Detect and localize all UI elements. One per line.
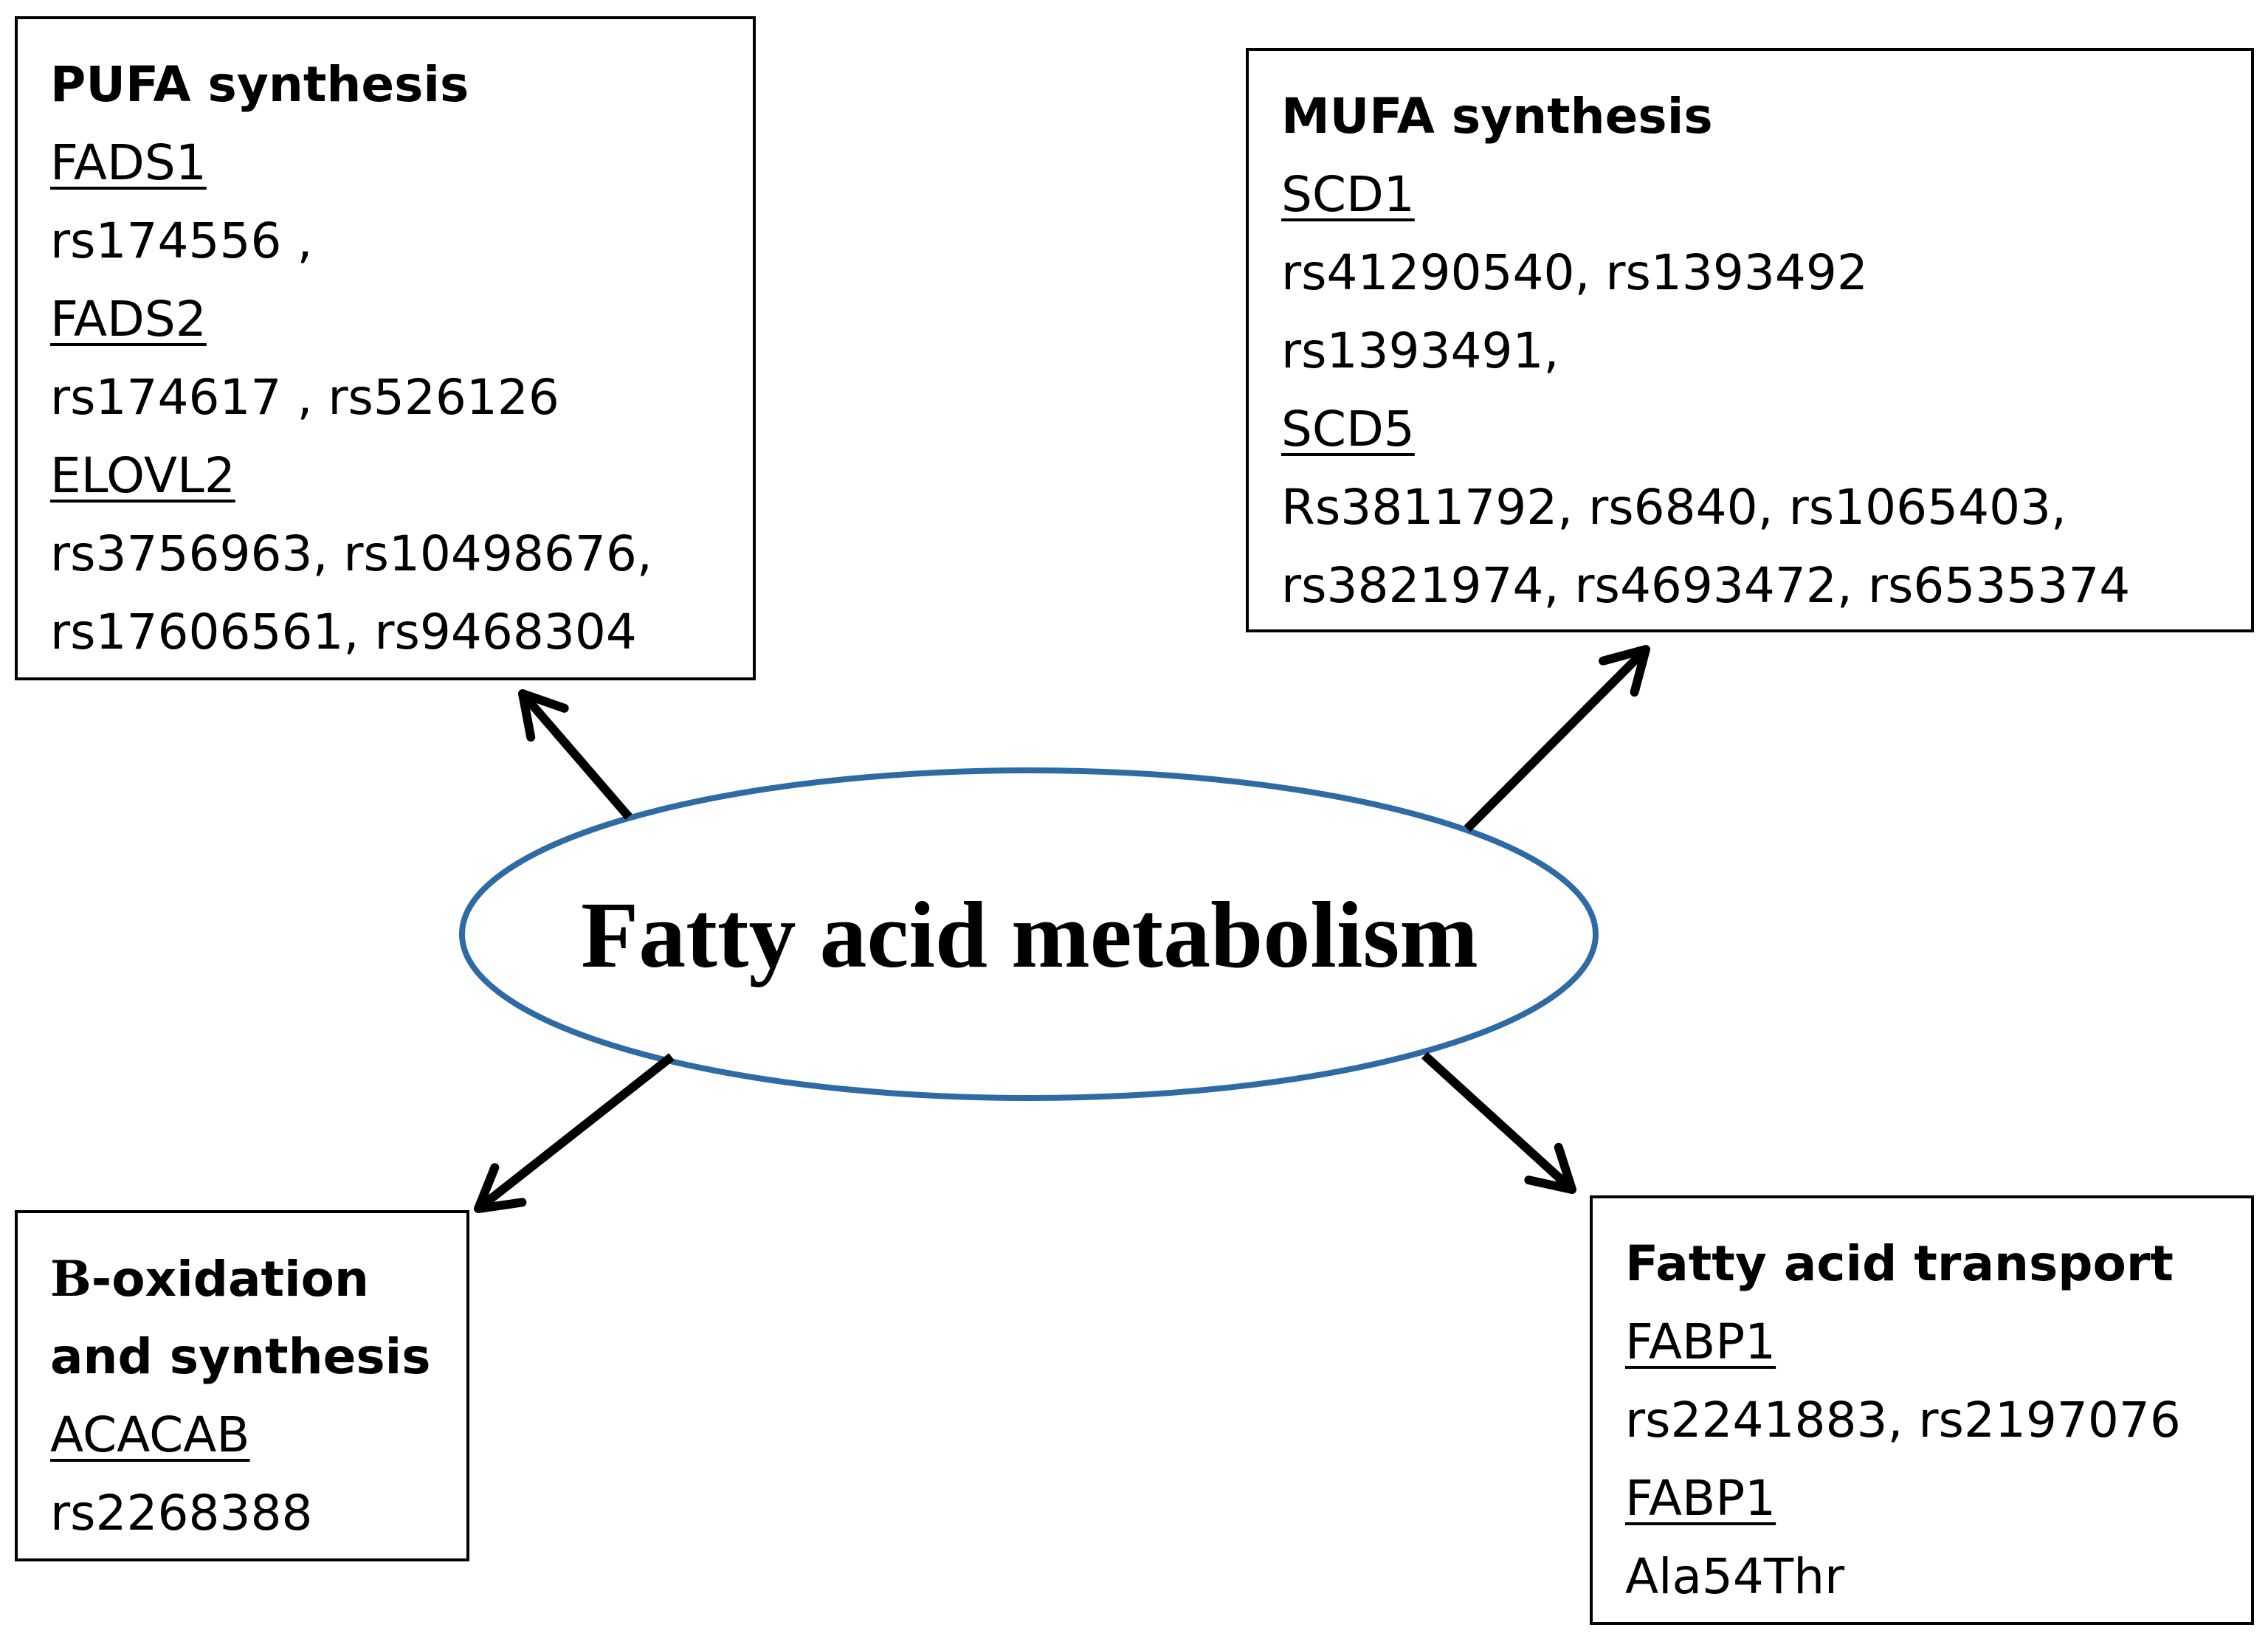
gene-scd5: SCD5: [1281, 401, 1415, 458]
gene-fabp1: FABP1: [1625, 1313, 1776, 1370]
snp-list-fabp1: rs2241883, rs2197076: [1625, 1392, 2181, 1449]
variant-fabp1: Ala54Thr: [1625, 1548, 1845, 1605]
mufa-synthesis-box: MUFA synthesis SCD1 rs41290540, rs139349…: [1246, 48, 2254, 632]
fatty-acid-transport-box: Fatty acid transport FABP1 rs2241883, rs…: [1590, 1195, 2254, 1625]
center-ellipse: [459, 767, 1599, 1101]
gene-fabp1-second: FABP1: [1625, 1470, 1776, 1527]
snp-list-fads1: rs174556 ,: [50, 213, 313, 269]
gene-scd1: SCD1: [1281, 166, 1415, 223]
beta-title-line1: B-oxidation: [50, 1240, 466, 1318]
snp-list-elovl2-line1: rs3756963, rs10498676,: [50, 525, 652, 582]
snp-list-fads2: rs174617 , rs526126: [50, 369, 559, 426]
gene-fads1: FADS1: [50, 134, 207, 191]
snp-list-scd1-line2: rs1393491,: [1281, 322, 1559, 379]
beta-oxidation-box: B-oxidation and synthesis ACACAB rs22683…: [15, 1210, 469, 1561]
transport-title: Fatty acid transport: [1625, 1235, 2174, 1292]
center-node-label: Fatty acid metabolism: [581, 882, 1478, 987]
beta-title-line2: and synthesis: [50, 1328, 431, 1385]
snp-list-scd5-line2: rs3821974, rs4693472, rs6535374: [1281, 557, 2131, 614]
snp-list-scd5-line1: Rs3811792, rs6840, rs1065403,: [1281, 479, 2067, 536]
arrow-to-transport: [1421, 1052, 1576, 1194]
mufa-title: MUFA synthesis: [1281, 88, 1713, 145]
arrow-to-mufa: [1464, 645, 1650, 832]
arrow-to-beta-oxidation: [474, 1053, 675, 1213]
gene-fads2: FADS2: [50, 291, 207, 348]
gene-elovl2: ELOVL2: [50, 447, 235, 504]
snp-list-scd1-line1: rs41290540, rs1393492: [1281, 244, 1868, 301]
beta-symbol: B: [50, 1250, 92, 1308]
pufa-title: PUFA synthesis: [50, 56, 469, 113]
beta-title-rest: -oxidation: [91, 1251, 370, 1308]
snp-list-acacab: rs2268388: [50, 1485, 313, 1541]
arrow-to-pufa: [518, 689, 633, 820]
pufa-synthesis-box: PUFA synthesis FADS1 rs174556 , FADS2 rs…: [15, 16, 756, 680]
gene-acacab: ACACAB: [50, 1406, 250, 1463]
snp-list-elovl2-line2: rs17606561, rs9468304: [50, 604, 637, 660]
